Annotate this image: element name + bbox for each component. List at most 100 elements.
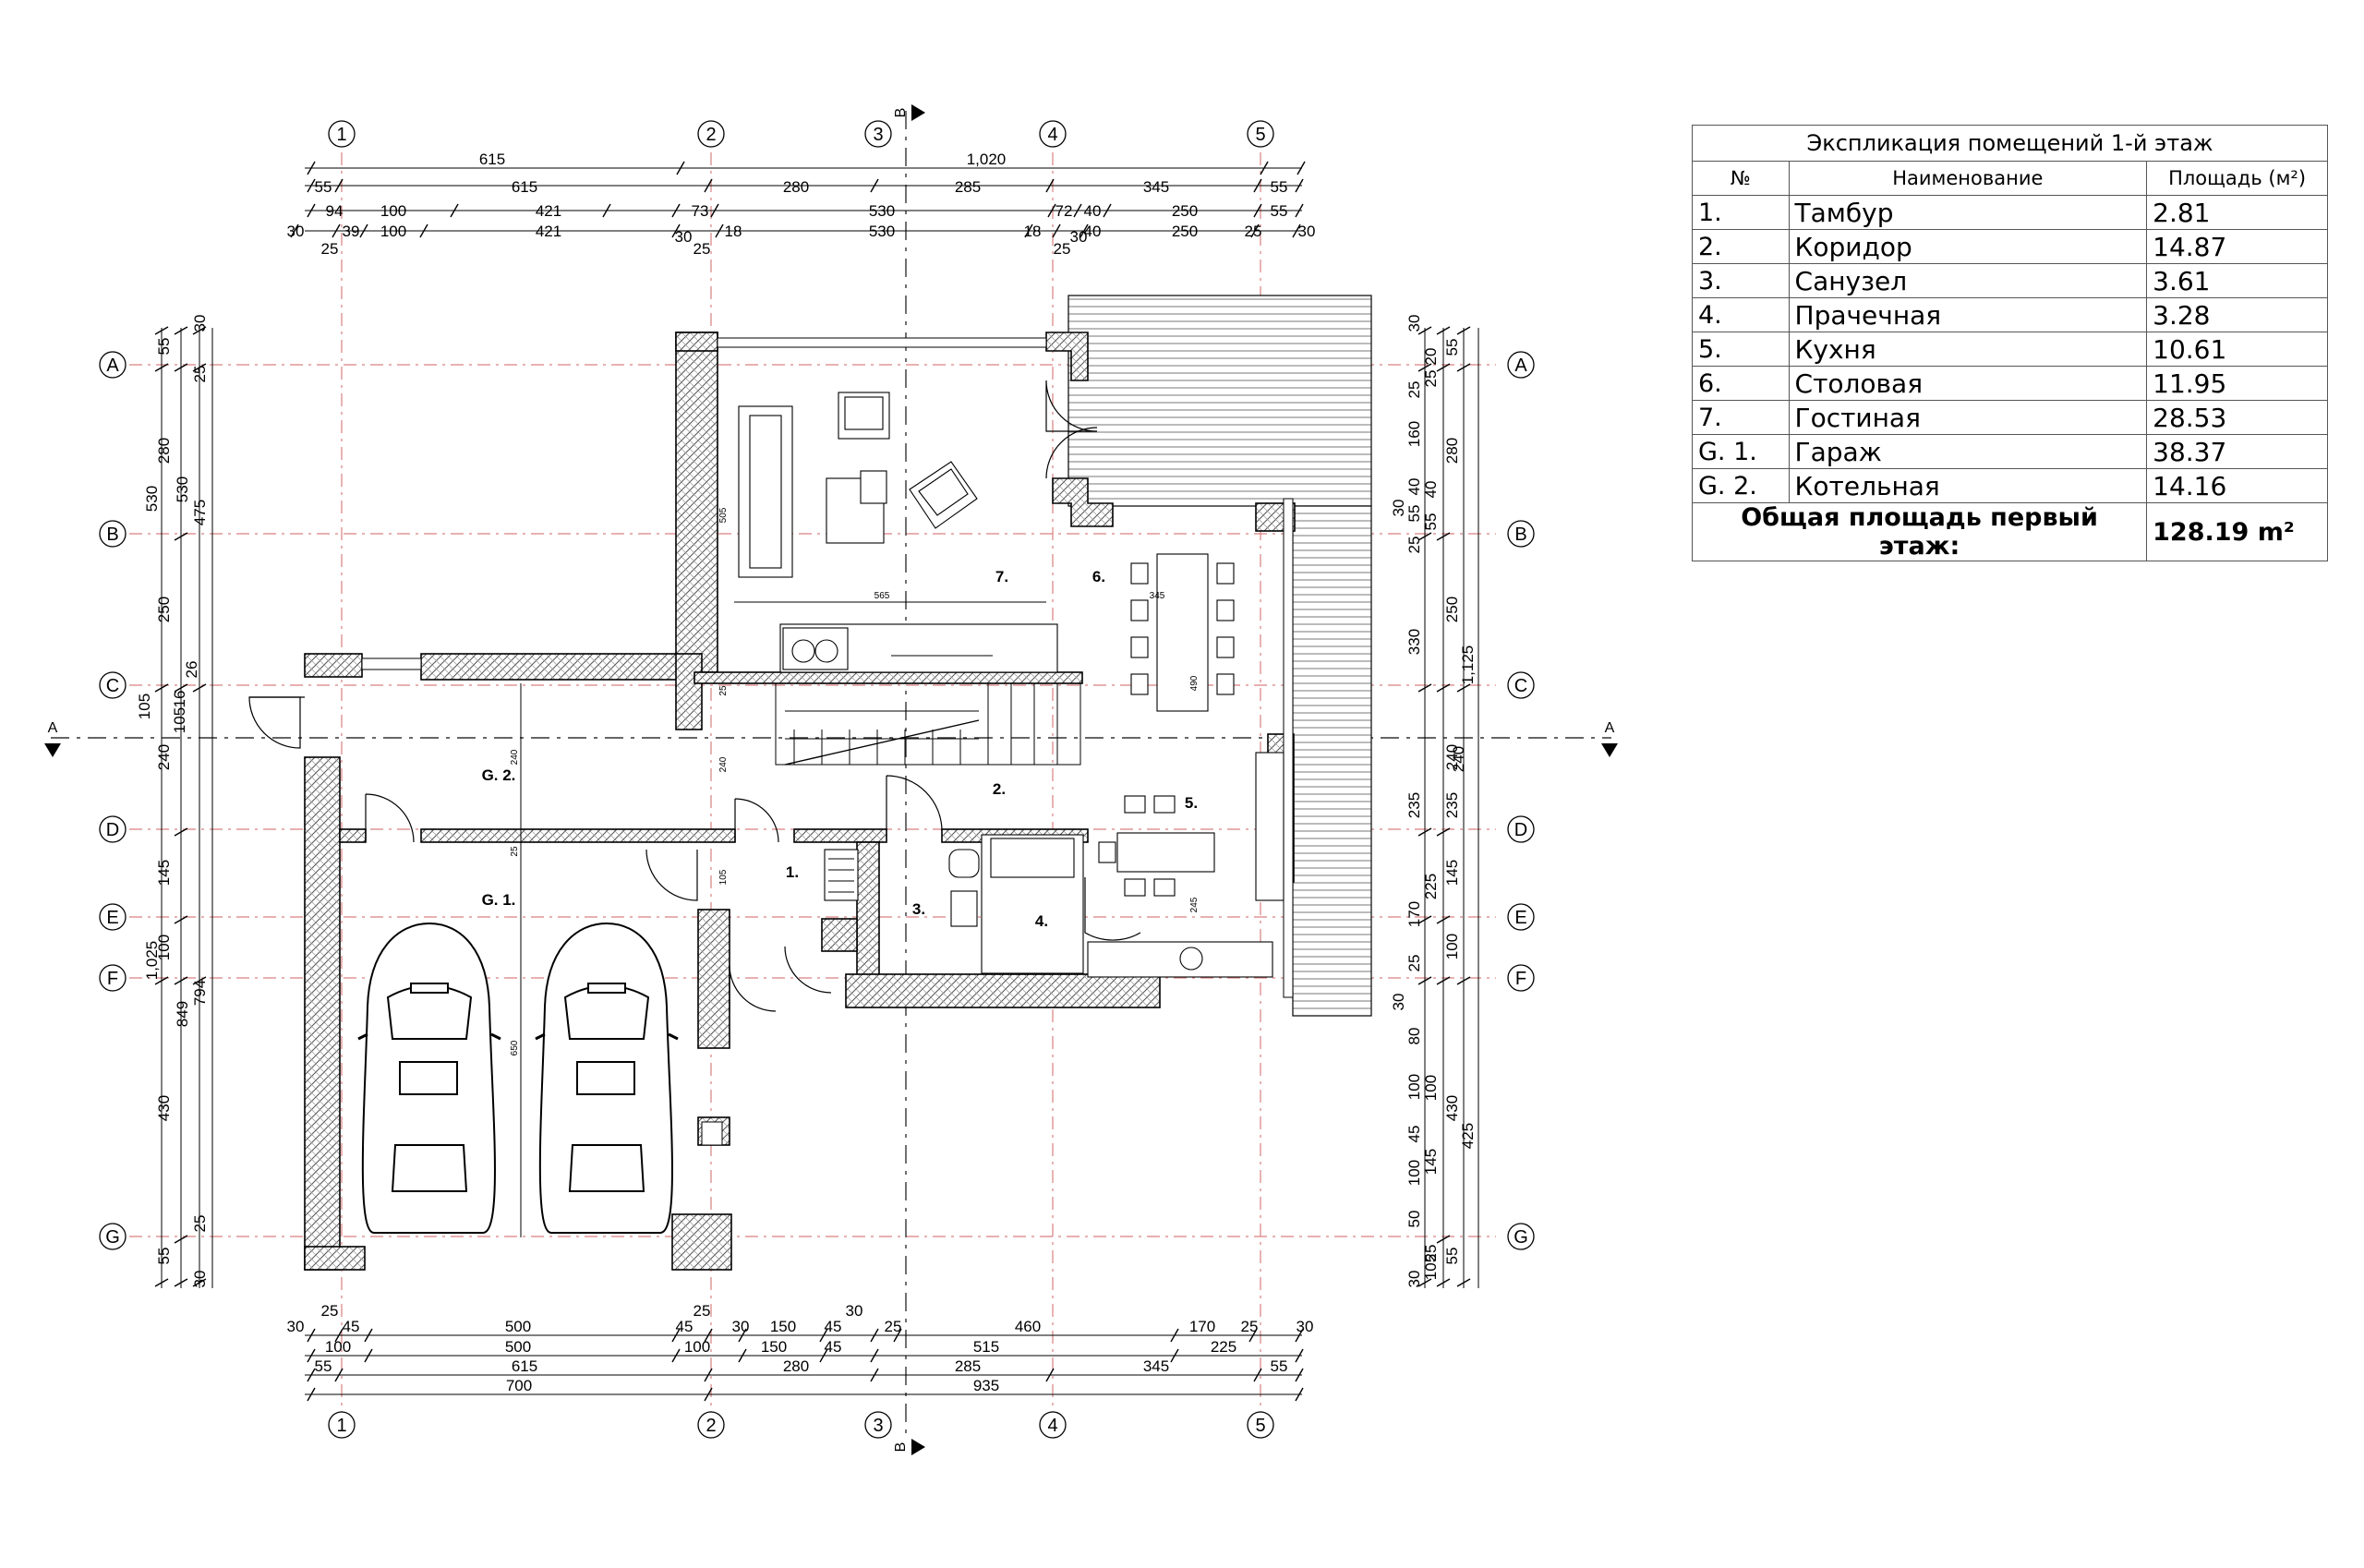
- dim-int-240-b: 240: [718, 756, 729, 772]
- section-label-a-right: A: [1605, 720, 1615, 736]
- dim-top-r3-0: 94: [326, 202, 344, 220]
- dim-top-r2-3: 285: [955, 178, 981, 196]
- room-label-g1: G. 1.: [482, 891, 516, 909]
- dim-top-r4-4: 30: [675, 228, 693, 246]
- dim-right-c-10: 55: [1443, 1248, 1461, 1265]
- dim-right-a-1: 25: [1405, 381, 1423, 399]
- dim-bot-r3-5: 515: [973, 1338, 999, 1356]
- axis-label-b-right: B: [1514, 525, 1526, 545]
- axis-bubbles-bottom: [328, 1411, 1274, 1439]
- row-name: Коридор: [1788, 229, 2148, 264]
- room-label-4: 4.: [1035, 912, 1048, 930]
- room-explication-table: Экспликация помещений 1-й этаж № Наимено…: [1691, 125, 2328, 561]
- dim-right-a-10: 25: [1405, 955, 1423, 972]
- dim-right-b-4: 240: [1450, 746, 1467, 772]
- row-num: 2.: [1692, 229, 1790, 264]
- section-lines: [51, 111, 1611, 1436]
- car-right-icon: [535, 922, 679, 1234]
- row-area: 14.16: [2146, 468, 2328, 503]
- dim-right-c-2: 250: [1443, 597, 1461, 622]
- header-num: №: [1692, 161, 1790, 196]
- staircase: [775, 682, 1081, 766]
- section-arrow-bottom-icon: [911, 1439, 925, 1455]
- room-label-7: 7.: [995, 568, 1008, 585]
- dim-right-b-8: 145: [1422, 1149, 1440, 1175]
- dim-bot-r3-2: 100: [684, 1338, 710, 1356]
- section-label-a-left: A: [48, 720, 58, 736]
- row-area: 2.81: [2146, 195, 2328, 230]
- dim-top-r4-10: 250: [1172, 223, 1198, 240]
- room-label-2: 2.: [993, 780, 1006, 798]
- axis-label-c-left: C: [106, 676, 119, 696]
- row-name: Столовая: [1788, 366, 2148, 401]
- dim-top-r3-2: 421: [536, 202, 561, 220]
- dim-bot-r2-1: 45: [343, 1318, 360, 1335]
- dim-bot-r2-6: 45: [825, 1318, 842, 1335]
- table-row: 7. Гостиная 28.53: [1692, 400, 2328, 435]
- dim-bot-r2-11: 30: [1297, 1318, 1314, 1335]
- dim-top-r4-3: 421: [536, 223, 561, 240]
- dim-left-a-8: 105: [171, 707, 188, 733]
- dim-right-b-7: 45: [1405, 1126, 1423, 1143]
- room-label-3: 3.: [912, 900, 925, 918]
- dim-top-r4-12: 30: [1298, 223, 1316, 240]
- dim-bot-r1-0: 25: [321, 1302, 339, 1320]
- dim-right-c-8: 430: [1443, 1095, 1461, 1121]
- section-label-b-top: B: [893, 108, 909, 118]
- axis-label-1-top: 1: [336, 125, 346, 145]
- dim-right-a-9: 170: [1405, 901, 1423, 927]
- dim-left-d-4: 55: [155, 1248, 173, 1265]
- header-area: Площадь (м²): [2146, 161, 2328, 196]
- table-row: 6. Столовая 11.95: [1692, 366, 2328, 401]
- row-area: 38.37: [2146, 434, 2328, 469]
- section-label-b-bottom: B: [893, 1442, 909, 1453]
- dim-left-b-1: 26: [183, 661, 200, 679]
- dim-top-615: 615: [479, 151, 505, 168]
- living-furniture: [734, 392, 1046, 603]
- dim-right-b-9: 105: [1422, 1254, 1440, 1280]
- total-value: 128.19 m²: [2146, 502, 2328, 561]
- dim-top-r3-3: 73: [692, 202, 709, 220]
- axis-label-f-right: F: [1515, 969, 1526, 989]
- dim-right-a-16: 25: [1422, 1245, 1440, 1262]
- dim-bot-r4-4: 345: [1143, 1357, 1169, 1375]
- dim-right-a-15: 50: [1405, 1211, 1423, 1228]
- axis-label-e-left: E: [106, 908, 118, 928]
- dim-right-a-3: 40: [1405, 478, 1423, 496]
- row-name: Кухня: [1788, 332, 2148, 367]
- dim-right-b-6: 100: [1422, 1075, 1440, 1101]
- table-row: G. 1. Гараж 38.37: [1692, 434, 2328, 469]
- row-num: 4.: [1692, 297, 1790, 332]
- dim-bot-overall-1: 935: [973, 1377, 999, 1394]
- dim-bot-r3-6: 225: [1211, 1338, 1236, 1356]
- dim-left-c-1: 794: [191, 980, 209, 1006]
- dim-int-240-a: 240: [510, 749, 520, 765]
- dim-int-650: 650: [510, 1040, 520, 1055]
- dim-top-r3-8: 55: [1271, 202, 1288, 220]
- dim-bot-overall-0: 700: [506, 1377, 532, 1394]
- dim-right-b-1: 25: [1422, 370, 1440, 388]
- dim-int-245: 245: [1189, 897, 1200, 912]
- axis-bubbles-top: [328, 120, 1274, 148]
- dim-left-a-3: 145: [155, 860, 173, 886]
- dim-left-c-0: 475: [191, 500, 209, 525]
- dim-top-r2-2: 280: [783, 178, 809, 196]
- room-label-1: 1.: [786, 863, 799, 881]
- axis-bubbles-side: [99, 351, 1535, 1250]
- dim-right-a-4: 55: [1405, 505, 1423, 523]
- dim-top-sub-2: 25: [1054, 240, 1071, 258]
- axis-label-e-right: E: [1514, 908, 1526, 928]
- dim-bot-r2-2: 500: [505, 1318, 531, 1335]
- row-num: 7.: [1692, 400, 1790, 435]
- axis-label-b-left: B: [106, 525, 118, 545]
- section-arrow-left-icon: [44, 743, 61, 757]
- dim-right-a-6: 30: [1390, 500, 1407, 517]
- dim-right-a-0: 30: [1405, 315, 1423, 332]
- axis-label-4-bottom: 4: [1047, 1416, 1057, 1436]
- row-name: Котельная: [1788, 468, 2148, 503]
- dim-right-c-1: 280: [1443, 438, 1461, 464]
- table-row: 1. Тамбур 2.81: [1692, 195, 2328, 230]
- row-num: 6.: [1692, 366, 1790, 401]
- axis-label-5-bottom: 5: [1255, 1416, 1265, 1436]
- row-area: 3.61: [2146, 263, 2328, 298]
